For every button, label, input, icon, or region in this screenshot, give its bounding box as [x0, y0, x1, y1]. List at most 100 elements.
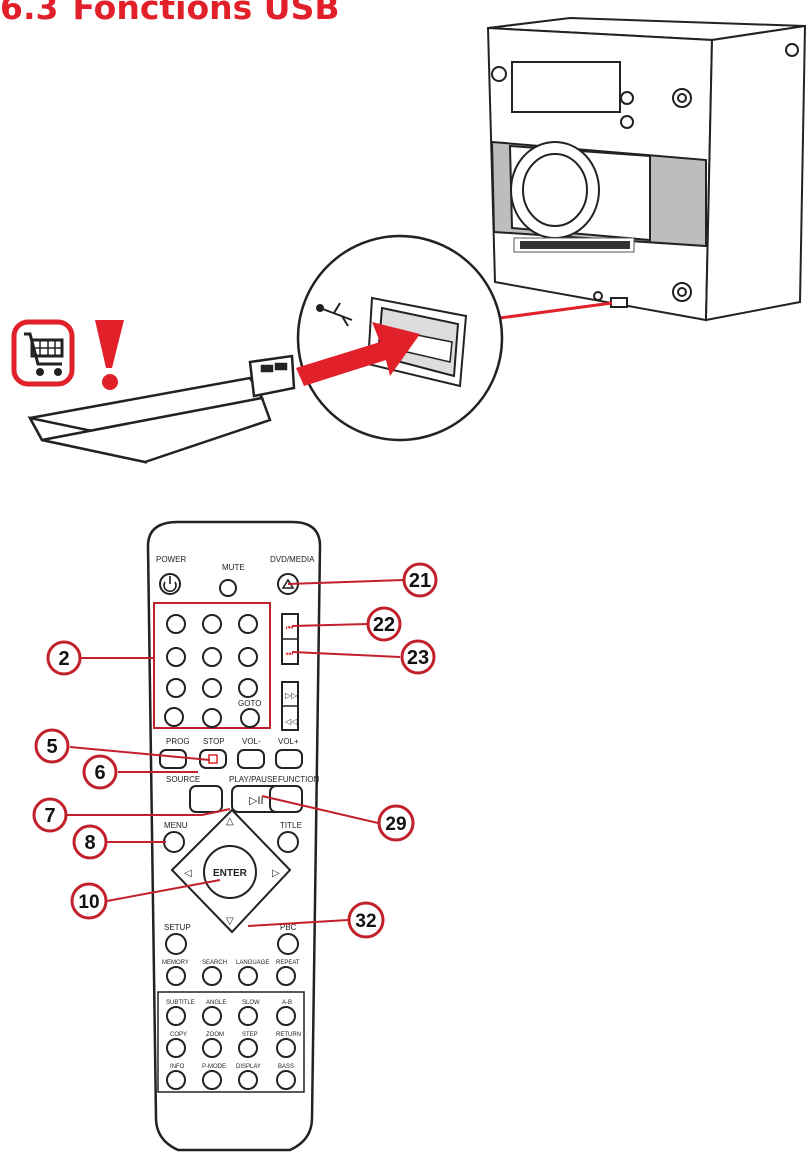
pbc-label: PBC: [280, 923, 297, 932]
svg-text:22: 22: [373, 614, 395, 636]
bass-button[interactable]: [276, 1070, 296, 1090]
return-button[interactable]: [276, 1038, 296, 1058]
setup-label: SETUP: [164, 923, 191, 932]
subtitle-button[interactable]: [166, 1006, 186, 1026]
title-button[interactable]: [277, 831, 299, 853]
ab-button[interactable]: [276, 1006, 296, 1026]
title-label: TITLE: [280, 821, 302, 830]
source-label: SOURCE: [166, 775, 200, 784]
return-label: RETURN: [276, 1032, 301, 1038]
goto-label: GOTO: [238, 699, 261, 708]
play-pause-icon: ▷II: [249, 795, 264, 807]
callout-8: 8: [72, 824, 108, 860]
key-10-plus[interactable]: [164, 707, 184, 727]
warning-exclamation-icon: [95, 320, 124, 390]
function-key-grid: [157, 991, 305, 1093]
vol-minus-button[interactable]: [237, 749, 265, 769]
display-button[interactable]: [238, 1070, 258, 1090]
vol-minus-label: VOL-: [242, 737, 261, 746]
key-0[interactable]: [202, 708, 222, 728]
memory-button[interactable]: [166, 966, 186, 986]
power-label: POWER: [156, 555, 186, 564]
hifi-unit: [486, 16, 807, 322]
slow-button[interactable]: [238, 1006, 258, 1026]
callout-2: 2: [46, 640, 82, 676]
stop-label: STOP: [203, 737, 225, 746]
subtitle-label: SUBTITLE: [166, 1000, 195, 1006]
info-label: INFO: [170, 1064, 185, 1070]
vol-plus-label: VOL+: [278, 737, 299, 746]
goto-button[interactable]: [240, 708, 260, 728]
rewind-icon: ◁◁: [285, 717, 298, 726]
source-button[interactable]: [189, 785, 223, 813]
svg-text:8: 8: [84, 832, 95, 854]
svg-text:5: 5: [46, 736, 57, 758]
pbc-button[interactable]: [277, 933, 299, 955]
key-8[interactable]: [202, 678, 222, 698]
key-2[interactable]: [202, 614, 222, 634]
zoom-button[interactable]: [202, 1038, 222, 1058]
display-label: DISPLAY: [236, 1064, 261, 1070]
callout-leaders: [67, 579, 405, 927]
section-title: Fonctions USB: [72, 0, 340, 27]
ab-label: A-B: [282, 1000, 292, 1006]
copy-button[interactable]: [166, 1038, 186, 1058]
right-arrow-icon: ▷: [272, 868, 280, 879]
next-icon: ⏭: [286, 649, 293, 658]
function-button[interactable]: [269, 785, 303, 813]
step-label: STEP: [242, 1032, 258, 1038]
key-7[interactable]: [166, 678, 186, 698]
svg-text:6: 6: [94, 762, 105, 784]
svg-text:21: 21: [409, 570, 431, 592]
left-arrow-icon: ◁: [184, 868, 192, 879]
angle-button[interactable]: [202, 1006, 222, 1026]
key-3[interactable]: [238, 614, 258, 634]
prog-button[interactable]: [159, 749, 187, 769]
remote-control: POWER MUTE DVD/MEDIA GOTO: [146, 520, 322, 1152]
repeat-label: REPEAT: [276, 960, 300, 966]
info-button[interactable]: [166, 1070, 186, 1090]
callout-10: 10: [70, 882, 108, 920]
key-6[interactable]: [238, 647, 258, 667]
play-pause-label: PLAY/PAUSE: [229, 775, 278, 784]
copy-label: COPY: [170, 1032, 187, 1038]
down-arrow-icon: ▽: [226, 916, 234, 927]
step-button[interactable]: [238, 1038, 258, 1058]
section-number: 6.3: [0, 0, 59, 27]
search-button[interactable]: [202, 966, 222, 986]
callout-6: 6: [82, 754, 118, 790]
enter-button[interactable]: [203, 845, 257, 899]
prev-icon: ⏮: [286, 623, 293, 632]
shopping-cart-icon: [11, 319, 75, 387]
menu-button[interactable]: [163, 831, 185, 853]
p-mode-button[interactable]: [202, 1070, 222, 1090]
key-9[interactable]: [238, 678, 258, 698]
up-arrow-icon: △: [226, 816, 234, 827]
key-4[interactable]: [166, 647, 186, 667]
svg-text:7: 7: [44, 805, 55, 827]
mute-button[interactable]: [219, 579, 237, 597]
callout-7: 7: [32, 797, 68, 833]
search-label: SEARCH: [202, 960, 227, 966]
insert-arrow-icon: [296, 322, 420, 386]
power-icon: [163, 576, 177, 593]
key-5[interactable]: [202, 647, 222, 667]
vol-plus-button[interactable]: [275, 749, 303, 769]
callout-5: 5: [34, 728, 70, 764]
mute-label: MUTE: [222, 563, 245, 572]
repeat-button[interactable]: [276, 966, 296, 986]
callout-23: 23: [400, 639, 436, 675]
usb-drive-icon: [27, 354, 296, 464]
p-mode-label: P-MODE: [202, 1064, 226, 1070]
menu-label: MENU: [164, 821, 188, 830]
usb-symbol-icon: [316, 302, 353, 327]
angle-label: ANGLE: [206, 1000, 226, 1006]
enter-label: ENTER: [213, 868, 248, 879]
language-button[interactable]: [238, 966, 258, 986]
setup-button[interactable]: [165, 933, 187, 955]
key-1[interactable]: [166, 614, 186, 634]
language-label: LANGUAGE: [236, 960, 269, 966]
fast-forward-icon: ▷▷: [285, 691, 298, 700]
callout-32: 32: [347, 901, 385, 939]
